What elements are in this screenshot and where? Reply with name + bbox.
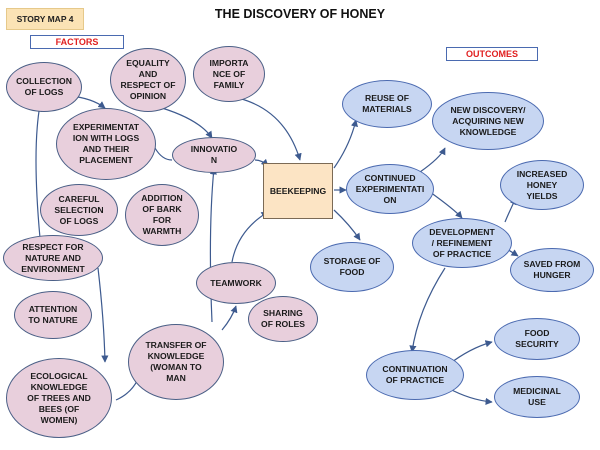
node-attention-to-nature: ATTENTION TO NATURE bbox=[14, 291, 92, 339]
arrow-respect-to-collection bbox=[35, 104, 43, 239]
node-sharing-of-roles: SHARING OF ROLES bbox=[248, 296, 318, 342]
arrow-continued-to-new-discovery bbox=[419, 147, 446, 173]
arrow-teamwork-to-beekeeping bbox=[231, 211, 269, 263]
node-equality-and-respect: EQUALITY AND RESPECT OF OPINION bbox=[110, 48, 186, 112]
node-innovation: INNOVATIO N bbox=[172, 137, 256, 173]
arrow-continuation-to-medicinal bbox=[447, 387, 493, 405]
arrow-continued-to-development bbox=[429, 191, 463, 219]
node-collection-of-logs: COLLECTION OF LOGS bbox=[6, 62, 82, 112]
node-continuation-of-practice: CONTINUATION OF PRACTICE bbox=[366, 350, 464, 400]
outcomes-label: OUTCOMES bbox=[446, 47, 538, 61]
factors-label-text: FACTORS bbox=[55, 37, 99, 47]
arrow-respect-to-ecological bbox=[97, 267, 109, 363]
arrow-beekeeping-to-storage bbox=[333, 209, 361, 241]
node-increased-honey-yields: INCREASED HONEY YIELDS bbox=[500, 160, 584, 210]
node-experimentation-with-logs: EXPERIMENTAT ION WITH LOGS AND THEIR PLA… bbox=[56, 108, 156, 180]
node-development-refinement: DEVELOPMENT / REFINEMENT OF PRACTICE bbox=[412, 218, 512, 268]
node-storage-of-food: STORAGE OF FOOD bbox=[310, 242, 394, 292]
arrow-transfer-to-teamwork bbox=[221, 305, 238, 331]
node-respect-for-nature: RESPECT FOR NATURE AND ENVIRONMENT bbox=[3, 235, 103, 281]
node-teamwork: TEAMWORK bbox=[196, 262, 276, 304]
outcomes-label-text: OUTCOMES bbox=[465, 49, 518, 59]
node-reuse-of-materials: REUSE OF MATERIALS bbox=[342, 80, 432, 128]
node-medicinal-use: MEDICINAL USE bbox=[494, 376, 580, 418]
arrow-equality-to-innovation bbox=[161, 107, 213, 139]
arrow-transfer-to-innovation bbox=[209, 167, 217, 323]
story-map-tag: STORY MAP 4 bbox=[6, 8, 84, 30]
node-saved-from-hunger: SAVED FROM HUNGER bbox=[510, 248, 594, 292]
factors-label: FACTORS bbox=[30, 35, 124, 49]
node-food-security: FOOD SECURITY bbox=[494, 318, 580, 360]
node-addition-of-bark: ADDITION OF BARK FOR WARMTH bbox=[125, 184, 199, 246]
page-title: THE DISCOVERY OF HONEY bbox=[214, 7, 386, 21]
story-map-tag-text: STORY MAP 4 bbox=[16, 14, 74, 24]
node-importance-of-family: IMPORTA NCE OF FAMILY bbox=[193, 46, 265, 102]
arrow-development-to-continuation bbox=[409, 267, 446, 353]
line-experimentation-to-innovation bbox=[154, 147, 173, 161]
node-new-discovery: NEW DISCOVERY/ ACQUIRING NEW KNOWLEDGE bbox=[432, 92, 544, 150]
node-careful-selection: CAREFUL SELECTION OF LOGS bbox=[40, 184, 118, 236]
node-transfer-of-knowledge: TRANSFER OF KNOWLEDGE (WOMAN TO MAN bbox=[128, 324, 224, 400]
node-beekeeping: BEEKEEPING bbox=[263, 163, 333, 219]
arrow-beekeeping-to-reuse bbox=[333, 119, 358, 169]
node-ecological-knowledge: ECOLOGICAL KNOWLEDGE OF TREES AND BEES (… bbox=[6, 358, 112, 438]
arrow-importance-to-beekeeping bbox=[237, 97, 302, 161]
node-continued-experimentation: CONTINUED EXPERIMENTATI ON bbox=[346, 164, 434, 214]
